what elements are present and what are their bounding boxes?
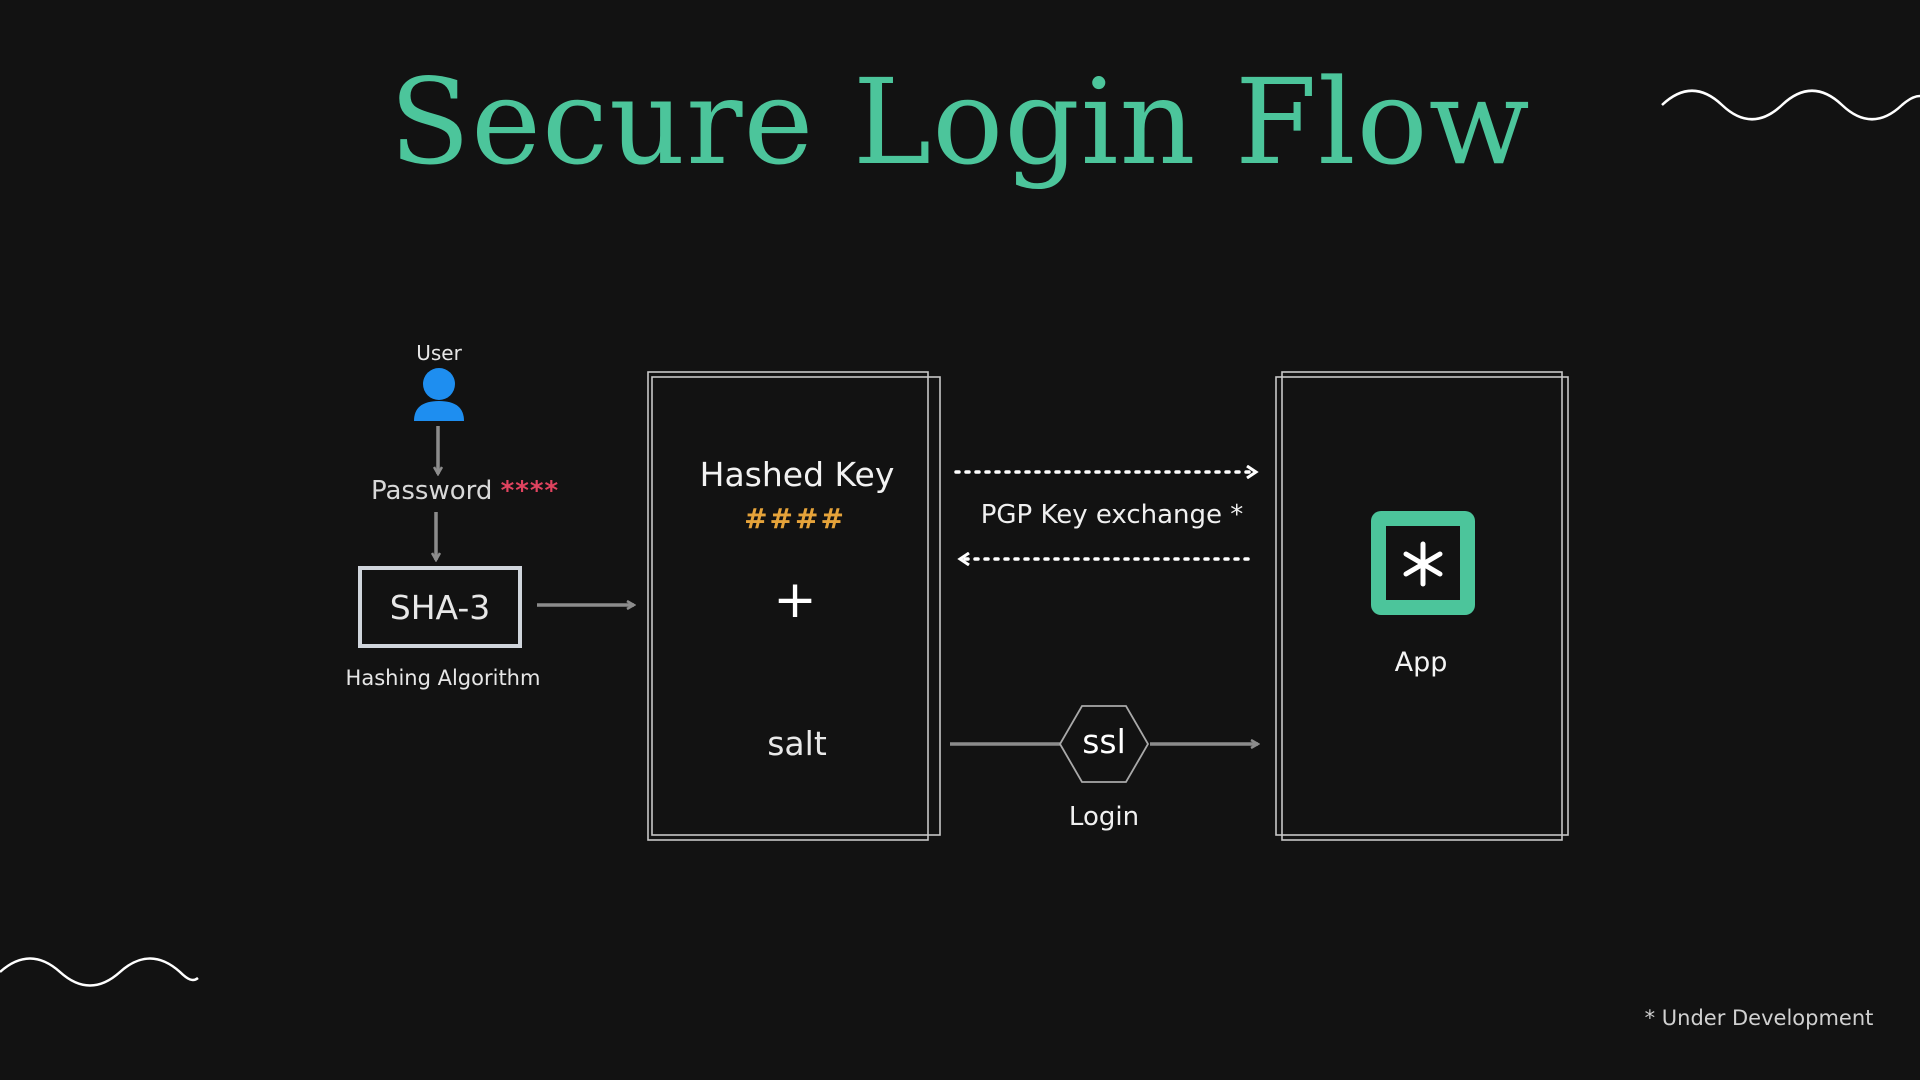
ssl-hexagon (1058, 705, 1150, 783)
login-label: Login (1068, 802, 1140, 832)
sha3-box (358, 566, 522, 648)
salt-label: salt (767, 724, 827, 763)
hash-symbols: #### (744, 502, 846, 535)
password-label: Password **** (371, 476, 559, 506)
ssl-badge-label: ssl (1082, 722, 1126, 761)
key-frame (647, 371, 941, 841)
user-label: User (416, 341, 462, 365)
sha3-label: SHA-3 (389, 588, 491, 627)
app-frame (1275, 371, 1569, 841)
plus-operator: + (773, 570, 817, 630)
password-stars: **** (500, 476, 560, 506)
hashed-key-label: Hashed Key (699, 455, 895, 494)
asterisk-icon (1371, 511, 1475, 615)
pgp-exchange-label: PGP Key exchange * (980, 500, 1244, 530)
password-text: Password (370, 476, 493, 506)
hashing-algorithm-caption: Hashing Algorithm (345, 666, 541, 690)
wave-decoration-bottom (0, 957, 199, 987)
wave-decoration-top (1661, 89, 1920, 121)
footnote: * Under Development (1644, 1006, 1874, 1030)
app-label: App (1394, 647, 1448, 678)
user-icon (414, 368, 464, 421)
page-title: Secure Login Flow (389, 53, 1531, 191)
